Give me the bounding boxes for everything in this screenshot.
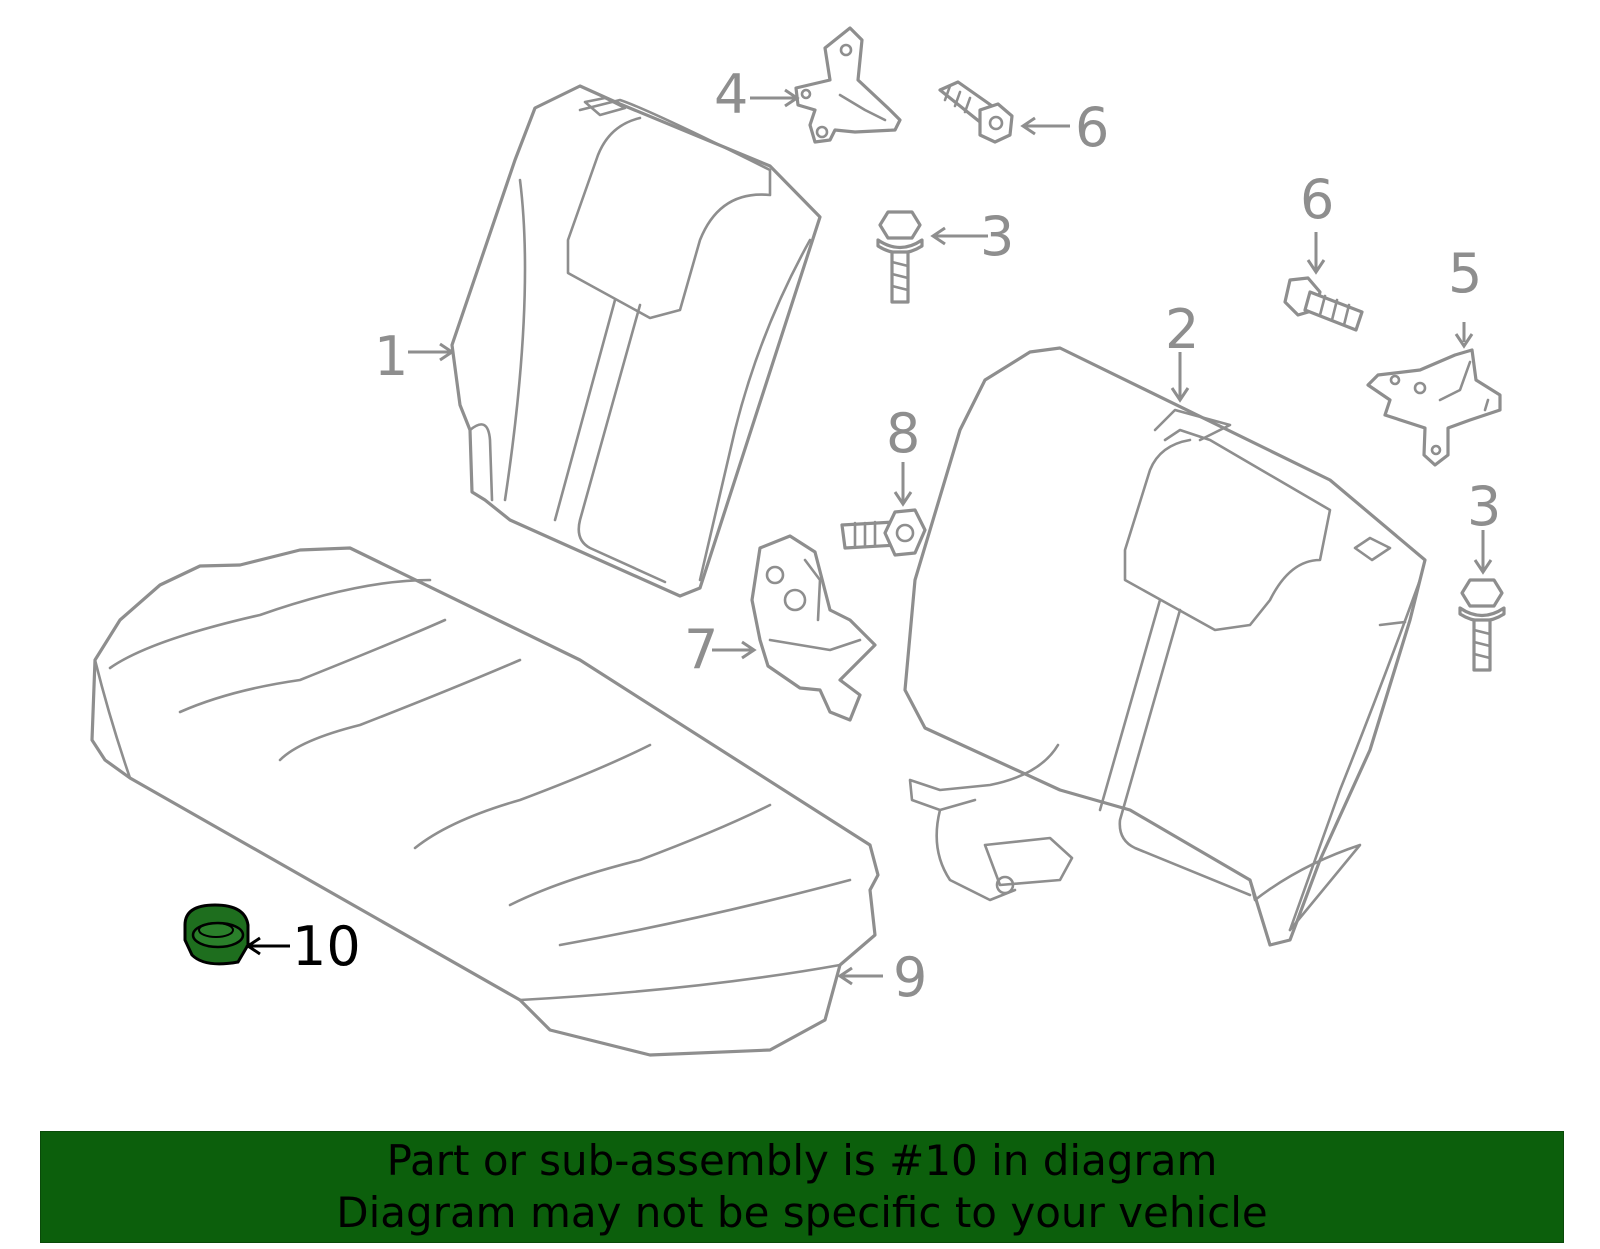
callout-5: 5 bbox=[1448, 242, 1482, 305]
seat-belt-buckle bbox=[908, 743, 1074, 902]
info-banner: Part or sub-assembly is #10 in diagram D… bbox=[40, 1131, 1564, 1243]
callout-3-center: 3 bbox=[980, 205, 1014, 268]
part-6-bolt-right[interactable] bbox=[1283, 276, 1364, 332]
callout-6-right: 6 bbox=[1300, 168, 1334, 231]
part-7-latch-bracket[interactable] bbox=[750, 534, 877, 722]
part-6-bolt-top[interactable] bbox=[938, 80, 1014, 144]
callout-2: 2 bbox=[1165, 298, 1199, 361]
callout-6-top: 6 bbox=[1075, 96, 1109, 159]
part-1-left-seatback[interactable] bbox=[450, 84, 822, 598]
callout-10: 10 bbox=[292, 915, 361, 978]
part-3-bolt-center[interactable] bbox=[876, 210, 924, 304]
part-9-seat-cushion[interactable] bbox=[90, 546, 880, 1057]
callout-9: 9 bbox=[893, 946, 927, 1009]
banner-line-1: Part or sub-assembly is #10 in diagram bbox=[386, 1136, 1218, 1185]
part-10-cap[interactable] bbox=[183, 903, 250, 966]
callout-1: 1 bbox=[374, 325, 408, 388]
callout-7: 7 bbox=[684, 618, 718, 681]
callout-8: 8 bbox=[886, 402, 920, 465]
part-2-right-seatback[interactable] bbox=[903, 346, 1427, 947]
callout-4: 4 bbox=[714, 63, 748, 126]
banner-line-2: Diagram may not be specific to your vehi… bbox=[336, 1188, 1268, 1237]
part-3-bolt-right[interactable] bbox=[1458, 578, 1506, 672]
callout-3-right: 3 bbox=[1467, 475, 1501, 538]
part-8-bolt[interactable] bbox=[840, 508, 927, 557]
leader-lines bbox=[245, 88, 1493, 986]
part-5-hinge-bracket[interactable] bbox=[1366, 348, 1502, 467]
part-4-hinge-bracket[interactable] bbox=[794, 26, 902, 144]
